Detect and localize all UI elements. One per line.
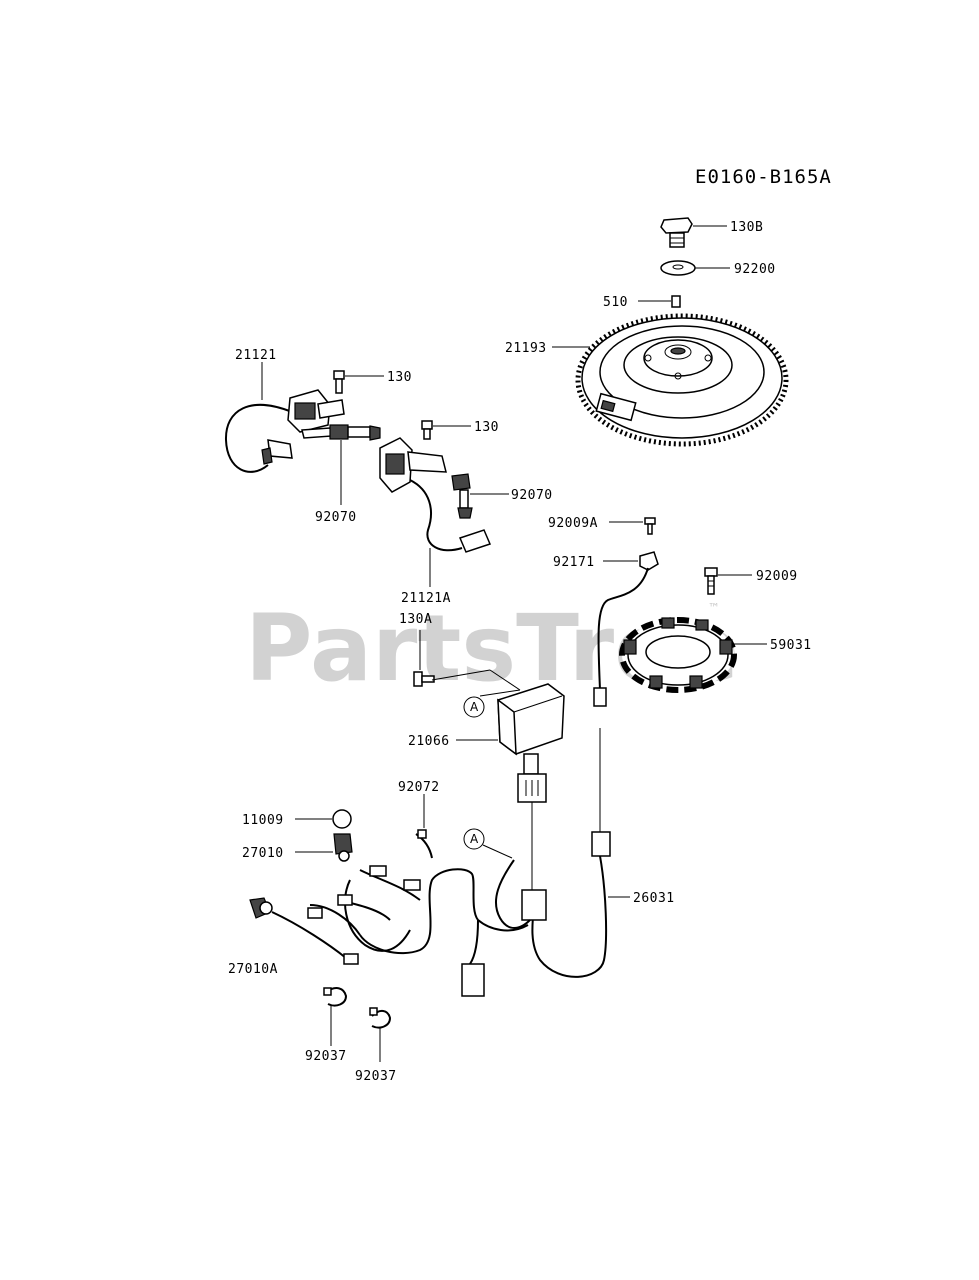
label-92070-left[interactable]: 92070 bbox=[315, 510, 357, 525]
switch-27010-part[interactable] bbox=[333, 833, 353, 862]
label-26031[interactable]: 26031 bbox=[633, 891, 675, 906]
label-21066[interactable]: 21066 bbox=[408, 734, 450, 749]
bolt-92009a-part[interactable] bbox=[644, 517, 656, 535]
stator-59031-part[interactable] bbox=[593, 567, 737, 707]
label-130-left[interactable]: 130 bbox=[387, 370, 412, 385]
bolt-130b-part[interactable] bbox=[660, 217, 693, 248]
label-130-right[interactable]: 130 bbox=[474, 420, 499, 435]
label-59031[interactable]: 59031 bbox=[770, 638, 812, 653]
label-92037-left[interactable]: 92037 bbox=[305, 1049, 347, 1064]
label-21121[interactable]: 21121 bbox=[235, 348, 277, 363]
diagram-code: E0160-B165A bbox=[695, 166, 832, 188]
callout-a-regulator: A bbox=[463, 696, 485, 718]
svg-text:A: A bbox=[470, 832, 479, 846]
label-27010[interactable]: 27010 bbox=[242, 846, 284, 861]
bolt-92009-part[interactable] bbox=[704, 567, 718, 595]
watermark-trademark: ™ bbox=[708, 601, 720, 615]
clip-92037-right-part[interactable] bbox=[369, 1007, 392, 1029]
cap-11009-part[interactable] bbox=[332, 809, 352, 829]
label-510[interactable]: 510 bbox=[603, 295, 628, 310]
bolt-130-left-part[interactable] bbox=[333, 370, 345, 394]
clip-92037-left-part[interactable] bbox=[323, 987, 348, 1007]
flywheel-21193-part[interactable] bbox=[575, 313, 789, 447]
ignition-coil-21121a-part[interactable] bbox=[379, 437, 492, 553]
label-92171[interactable]: 92171 bbox=[553, 555, 595, 570]
bolt-130a-part[interactable] bbox=[413, 671, 435, 687]
switch-27010a-part[interactable] bbox=[249, 897, 359, 965]
callout-a-harness: A bbox=[463, 828, 513, 859]
bolt-130-right-part[interactable] bbox=[421, 420, 433, 440]
spark-plug-92070-left-part[interactable] bbox=[301, 424, 381, 441]
svg-text:A: A bbox=[470, 700, 479, 714]
label-27010a[interactable]: 27010A bbox=[228, 962, 278, 977]
wire-harness-26031-part[interactable] bbox=[307, 728, 611, 997]
label-92037-right[interactable]: 92037 bbox=[355, 1069, 397, 1084]
label-92009[interactable]: 92009 bbox=[756, 569, 798, 584]
washer-92200-part[interactable] bbox=[660, 260, 696, 276]
label-21121a[interactable]: 21121A bbox=[401, 591, 451, 606]
label-92009a[interactable]: 92009A bbox=[548, 516, 598, 531]
ignition-coil-21121-part[interactable] bbox=[224, 389, 345, 473]
label-21193[interactable]: 21193 bbox=[505, 341, 547, 356]
label-11009[interactable]: 11009 bbox=[242, 813, 284, 828]
label-92072[interactable]: 92072 bbox=[398, 780, 440, 795]
regulator-21066-part[interactable] bbox=[431, 669, 565, 803]
label-130b[interactable]: 130B bbox=[730, 220, 763, 235]
label-130a[interactable]: 130A bbox=[399, 612, 432, 627]
label-92070-right[interactable]: 92070 bbox=[511, 488, 553, 503]
clip-92072-part[interactable] bbox=[415, 829, 433, 859]
label-92200[interactable]: 92200 bbox=[734, 262, 776, 277]
clamp-92171-part[interactable] bbox=[639, 551, 659, 571]
key-510-part[interactable] bbox=[671, 295, 681, 308]
